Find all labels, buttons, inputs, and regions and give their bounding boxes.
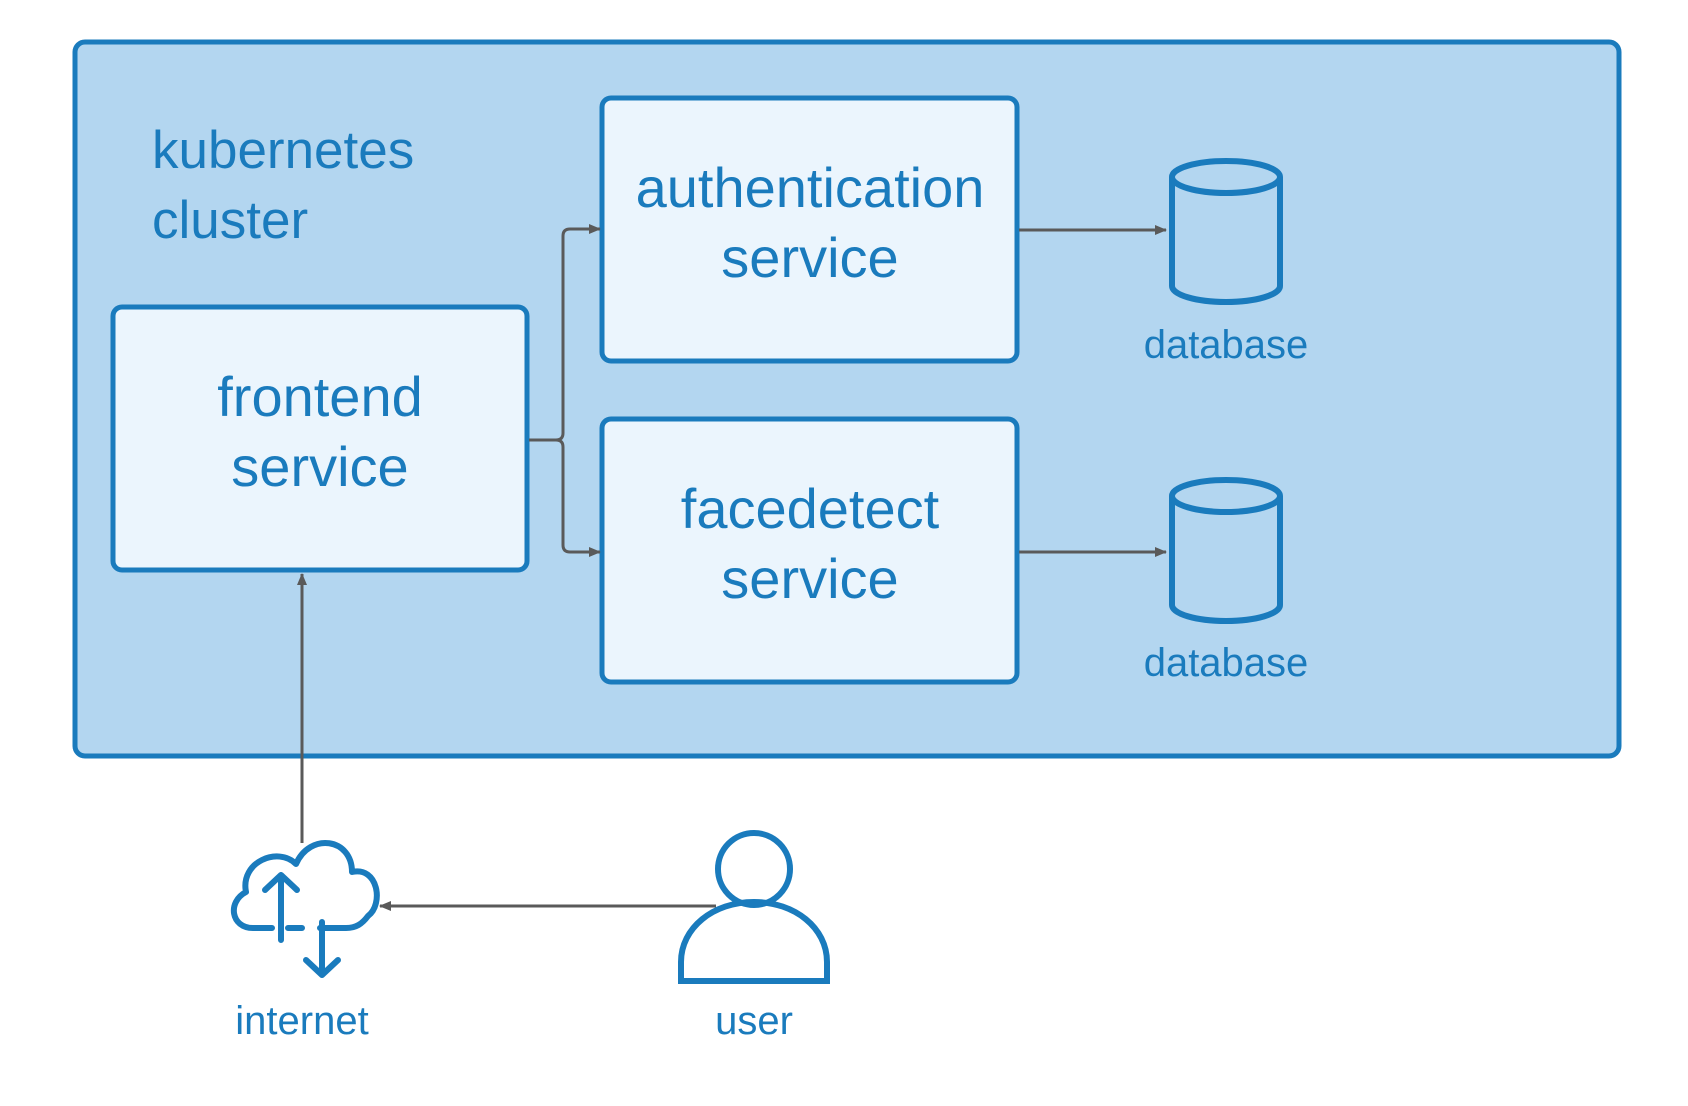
user-node[interactable]: user <box>678 830 830 1043</box>
facedetect-database-label: database <box>1144 641 1309 685</box>
auth-database[interactable]: database <box>1144 158 1309 367</box>
authentication-service-label-line1: authentication <box>636 156 985 219</box>
cloud-upload-download-icon <box>230 839 380 978</box>
facedetect-service[interactable]: facedetect service <box>599 416 1020 685</box>
frontend-service-box[interactable] <box>110 304 530 573</box>
facedetect-service-label-line2: service <box>721 547 898 610</box>
kubernetes-cluster: kubernetes cluster <box>72 39 1622 759</box>
internet-label: internet <box>235 999 368 1043</box>
user-label: user <box>715 999 793 1043</box>
authentication-service-label-line2: service <box>721 226 898 289</box>
frontend-service-label-line1: frontend <box>217 365 423 428</box>
database-icon <box>1169 158 1283 305</box>
cluster-title-line2: cluster <box>152 191 308 250</box>
facedetect-database[interactable]: database <box>1144 477 1309 685</box>
frontend-service[interactable]: frontend service <box>110 304 530 573</box>
person-icon <box>678 830 830 984</box>
cluster-title-line1: kubernetes <box>152 121 414 180</box>
internet-node[interactable]: internet <box>230 839 380 1043</box>
auth-database-label: database <box>1144 323 1309 367</box>
facedetect-service-label-line1: facedetect <box>681 477 940 540</box>
authentication-service[interactable]: authentication service <box>599 95 1020 364</box>
facedetect-service-box[interactable] <box>599 416 1020 685</box>
connectors <box>297 224 1167 911</box>
cluster-boundary <box>72 39 1622 759</box>
database-icon <box>1169 477 1283 624</box>
authentication-service-box[interactable] <box>599 95 1020 364</box>
arrow-frontend-to-facedetect <box>529 438 601 557</box>
frontend-service-label-line2: service <box>231 435 408 498</box>
